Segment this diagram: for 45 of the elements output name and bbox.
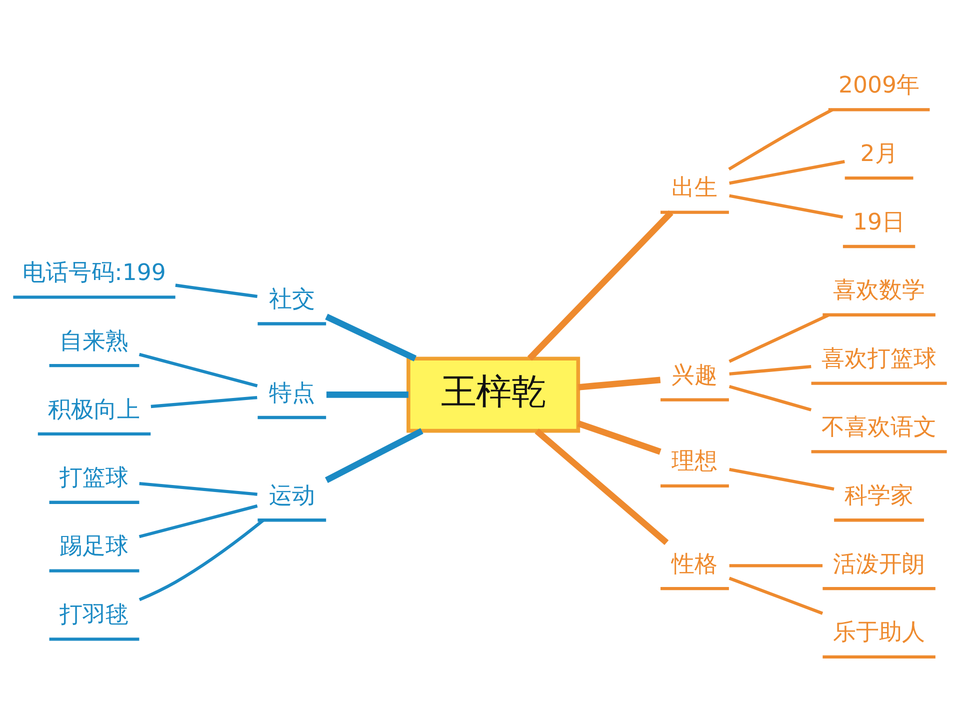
node-text: 兴趣 <box>672 362 718 388</box>
connector <box>728 576 824 614</box>
node-text: 科学家 <box>844 482 914 508</box>
connector <box>728 312 830 362</box>
connector <box>729 467 834 490</box>
connector <box>729 364 812 376</box>
node-text: 19日 <box>853 208 906 235</box>
connector <box>139 481 258 496</box>
connector <box>325 428 424 482</box>
connector <box>534 428 669 545</box>
connector <box>326 391 408 398</box>
node-text: 踢足球 <box>60 533 129 560</box>
connector <box>325 313 417 361</box>
connector <box>577 420 662 454</box>
connector <box>578 376 661 390</box>
connector <box>150 395 258 408</box>
node-text: 乐于助人 <box>833 619 926 646</box>
connector <box>175 283 258 298</box>
node-text: 特点 <box>268 380 315 406</box>
connector <box>729 159 845 184</box>
node-text: 运动 <box>268 482 315 508</box>
node-text: 理想 <box>672 448 718 474</box>
node-text: 2月 <box>860 140 898 166</box>
node-text: 打羽毬 <box>60 601 129 628</box>
node-text: 打篮球 <box>60 464 129 491</box>
node-text: 电话号码:199 <box>22 259 166 286</box>
connector <box>138 504 258 538</box>
node-text: 不喜欢语文 <box>822 414 937 440</box>
connector <box>729 194 844 218</box>
connector <box>728 108 834 170</box>
node-text: 自来熟 <box>60 328 129 354</box>
node-text: 积极向上 <box>48 396 140 422</box>
connector <box>138 518 264 601</box>
node-text: 喜欢打篮球 <box>822 346 937 372</box>
connector <box>527 210 674 360</box>
node-text: 活泼开朗 <box>833 550 926 577</box>
node-text: 性格 <box>672 550 718 577</box>
connector <box>728 384 812 411</box>
node-text: 社交 <box>268 286 315 312</box>
connector <box>138 352 258 387</box>
node-text: 2009年 <box>838 72 920 98</box>
connector <box>729 564 823 567</box>
node-box: 王梓乾 <box>406 356 580 432</box>
node-text: 喜欢数学 <box>833 277 926 304</box>
node-text: 出生 <box>672 174 718 201</box>
